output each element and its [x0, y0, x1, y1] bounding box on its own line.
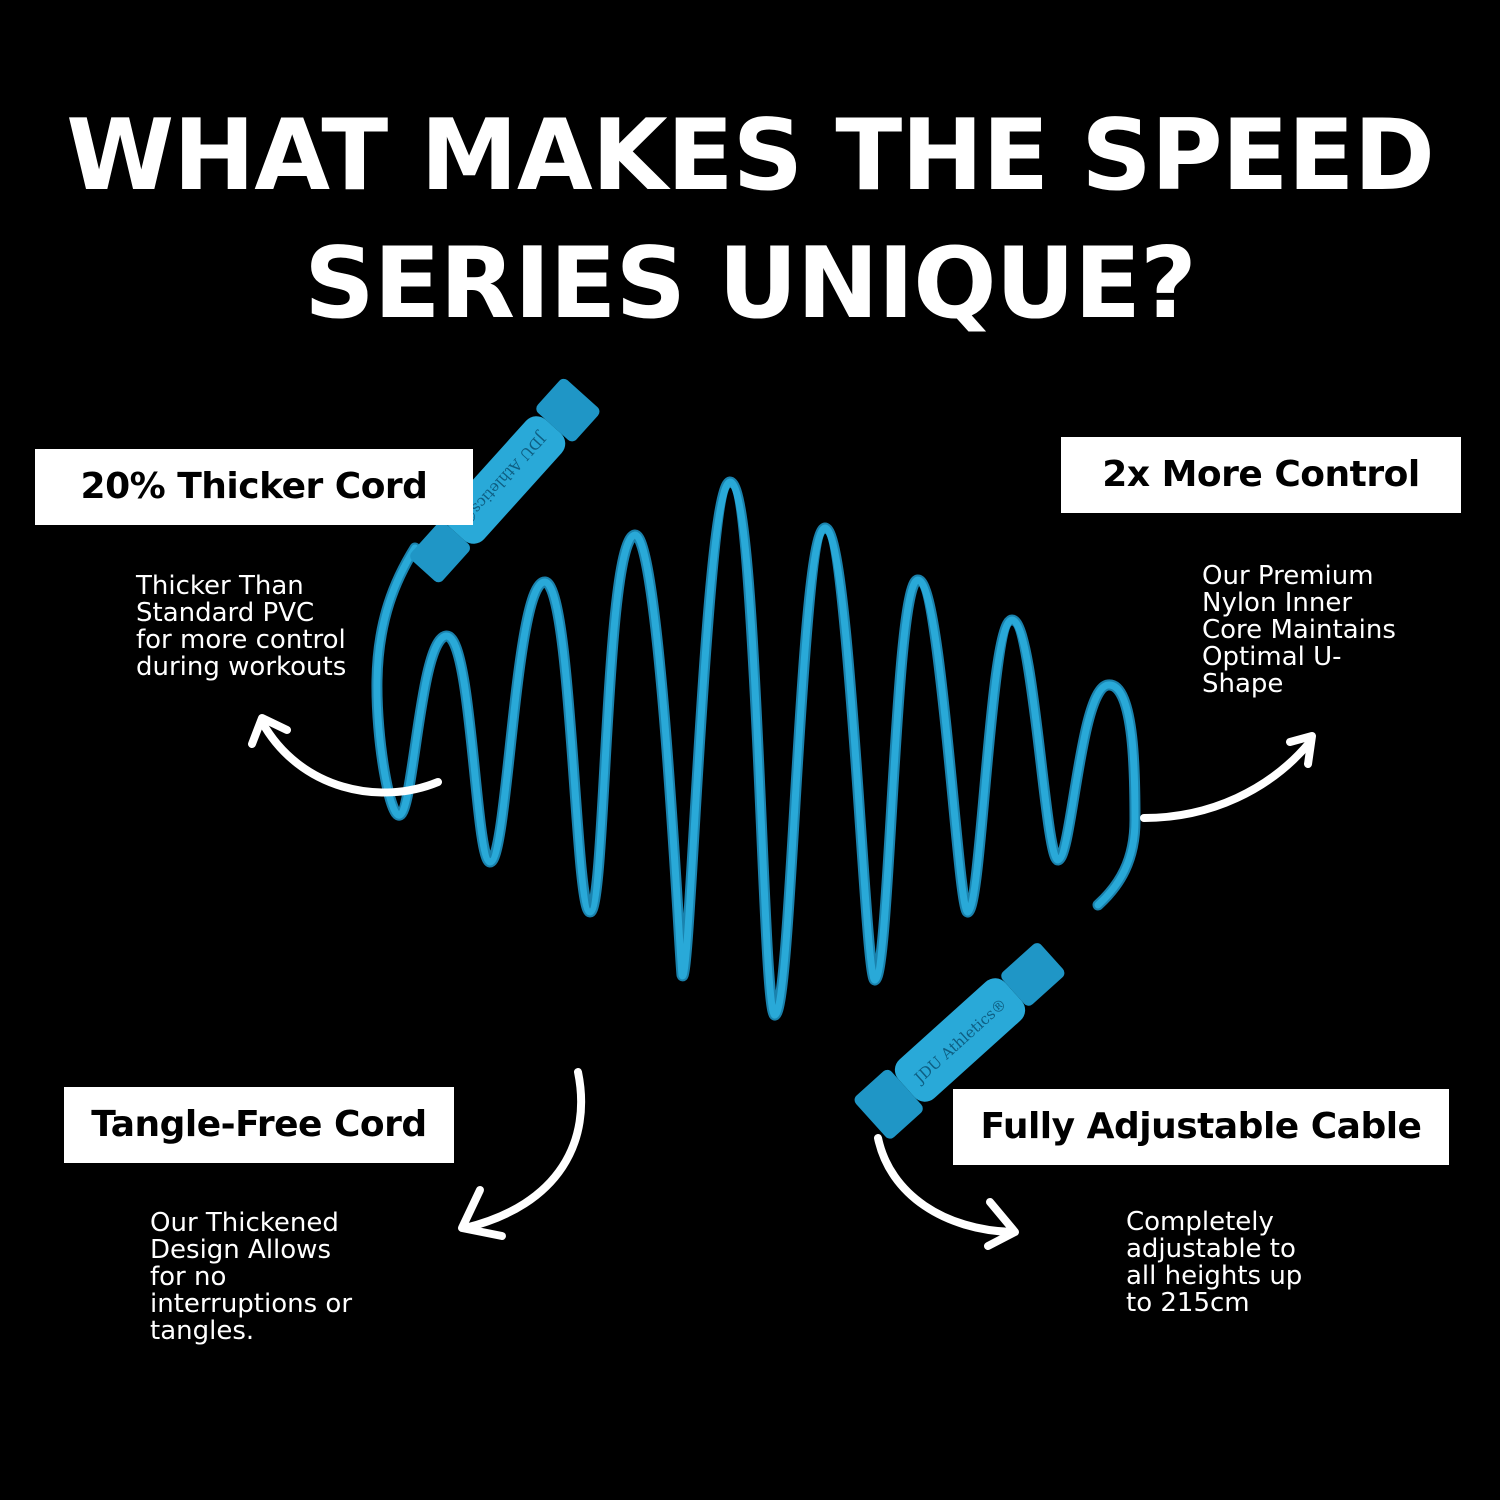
- feature-label-adjustable-cable-text: Fully Adjustable Cable: [980, 1106, 1422, 1147]
- desc-line: to 215cm: [1126, 1288, 1250, 1318]
- arrow-control-icon: [1140, 732, 1316, 822]
- desc-line: Shape: [1202, 669, 1284, 699]
- desc-line: Core Maintains: [1202, 615, 1396, 645]
- desc-line: Thicker Than: [136, 571, 304, 601]
- rope-cord: [373, 478, 1139, 1019]
- feature-desc-thicker-cord: Thicker Than Standard PVC for more contr…: [136, 573, 346, 681]
- feature-label-thicker-cord: 20% Thicker Cord: [35, 449, 473, 525]
- desc-line: adjustable to: [1126, 1234, 1296, 1264]
- desc-line: tangles.: [150, 1316, 255, 1346]
- desc-line: for more control: [136, 625, 346, 655]
- desc-line: during workouts: [136, 652, 347, 682]
- desc-line: Our Thickened: [150, 1208, 339, 1238]
- title-line-1: WHAT MAKES THE SPEED: [66, 99, 1435, 213]
- lower-handle-cap: [854, 1069, 923, 1139]
- title-line-2: SERIES UNIQUE?: [304, 227, 1197, 341]
- feature-desc-more-control: Our Premium Nylon Inner Core Maintains O…: [1202, 563, 1396, 698]
- feature-label-more-control-text: 2x More Control: [1102, 454, 1420, 495]
- desc-line: Completely: [1126, 1207, 1274, 1237]
- feature-label-tangle-free-text: Tangle-Free Cord: [91, 1104, 427, 1145]
- lower-handle-grip: [894, 978, 1026, 1102]
- desc-line: Nylon Inner: [1202, 588, 1353, 618]
- desc-line: for no: [150, 1262, 227, 1292]
- feature-desc-adjustable-cable: Completely adjustable to all heights up …: [1126, 1209, 1302, 1317]
- desc-line: interruptions or: [150, 1289, 353, 1319]
- lower-handle: JDU Athletics®: [854, 943, 1065, 1139]
- feature-label-more-control: 2x More Control: [1061, 437, 1461, 513]
- desc-line: all heights up: [1126, 1261, 1303, 1291]
- desc-line: Standard PVC: [136, 598, 315, 628]
- feature-label-thicker-cord-text: 20% Thicker Cord: [80, 466, 428, 507]
- upper-handle-grip: [444, 416, 566, 544]
- desc-line: Our Premium: [1202, 561, 1374, 591]
- feature-label-adjustable-cable: Fully Adjustable Cable: [953, 1089, 1449, 1165]
- upper-handle-cap: [536, 378, 600, 442]
- arrow-thicker-icon: [248, 714, 442, 797]
- upper-handle-collar: [410, 521, 470, 583]
- desc-line: Design Allows: [150, 1235, 331, 1265]
- arrow-adjustable-icon: [874, 1134, 1019, 1250]
- arrow-tangle-icon: [458, 1068, 586, 1240]
- feature-desc-tangle-free: Our Thickened Design Allows for no inter…: [150, 1210, 352, 1345]
- desc-line: Optimal U-: [1202, 642, 1342, 672]
- lower-handle-collar: [1001, 943, 1065, 1006]
- feature-label-tangle-free: Tangle-Free Cord: [64, 1087, 454, 1163]
- page-title: WHAT MAKES THE SPEED SERIES UNIQUE?: [0, 92, 1500, 348]
